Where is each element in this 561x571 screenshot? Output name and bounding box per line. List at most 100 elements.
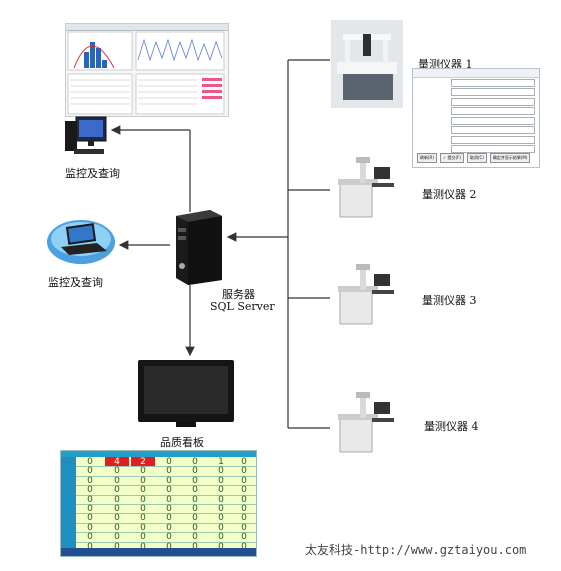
instrument-1-label: 量测仪器 1: [418, 58, 473, 71]
monitor-label-top: 监控及查询: [65, 167, 120, 180]
board-cell: 4: [105, 457, 129, 467]
board-cell: 0: [241, 504, 247, 514]
board-cell: 0: [241, 522, 247, 533]
board-cell: 0: [87, 475, 93, 486]
board-row-header: [61, 513, 76, 523]
board-cell: 0: [87, 504, 93, 514]
board-cell: 0: [218, 494, 224, 505]
board-cell: 0: [192, 475, 198, 486]
board-cell: 0: [114, 522, 120, 533]
board-cell: 0: [140, 475, 146, 486]
board-row-header: [61, 457, 76, 467]
board-cell: 0: [241, 541, 247, 552]
board-row-header: [61, 485, 76, 495]
software-screenshot: [65, 23, 229, 117]
board-cell: 0: [192, 485, 198, 496]
board-cell: 0: [241, 513, 247, 524]
footer-watermark: 太友科技-http://www.gztaiyou.com: [305, 543, 527, 557]
board-row-header: [61, 475, 76, 486]
board-cell: 0: [166, 494, 172, 505]
instrument-3-label: 量测仪器 3: [422, 294, 477, 307]
board-cell: 0: [114, 466, 120, 477]
board-cell: 0: [87, 532, 93, 543]
board-cell: 0: [241, 532, 247, 543]
board-cell: 0: [140, 532, 146, 543]
board-cell: 0: [114, 475, 120, 486]
board-cell: 0: [87, 541, 93, 552]
board-cell: 0: [87, 513, 93, 524]
server-label-line1: 服务器: [222, 288, 255, 301]
board-cell: 0: [166, 504, 172, 514]
board-cell: 0: [218, 522, 224, 533]
board-cell: 0: [140, 485, 146, 496]
form-header: [413, 69, 539, 78]
board-cell: 0: [218, 466, 224, 477]
board-cell: 0: [218, 513, 224, 524]
board-cell: 1: [218, 457, 224, 467]
board-row-header: [61, 532, 76, 542]
measuring-machine-icon: [330, 262, 400, 326]
board-cell: 0: [192, 466, 198, 477]
monitor-stand: [176, 422, 196, 427]
instrument-form-panel: 刷新(R) ✓ 提交(F) 取消(C) 确定并显示结果(M): [412, 68, 540, 168]
board-cell: 0: [87, 522, 93, 533]
board-cell: 0: [140, 504, 146, 514]
histogram-thumbnail: [67, 31, 225, 115]
board-cell: 0: [241, 466, 247, 477]
monitor-tv-icon: [138, 360, 234, 422]
board-footer: [61, 548, 256, 556]
board-cell: 0: [166, 532, 172, 543]
board-cell: 0: [241, 457, 247, 467]
confirm-show-result-button[interactable]: 确定并显示结果(M): [489, 153, 531, 163]
measuring-machine-icon: [331, 20, 403, 108]
board-cell: 0: [166, 522, 172, 533]
board-cell: 0: [87, 457, 93, 467]
board-cell: 0: [166, 466, 172, 477]
board-cell: 0: [166, 541, 172, 552]
board-cell: 0: [140, 522, 146, 533]
board-cell: 0: [192, 532, 198, 543]
cancel-button[interactable]: 取消(C): [466, 153, 487, 163]
instrument-2-label: 量测仪器 2: [422, 188, 477, 201]
board-cell: 0: [87, 466, 93, 477]
board-cell: 0: [114, 532, 120, 543]
instrument-4-label: 量测仪器 4: [424, 420, 479, 433]
board-cell: 0: [241, 494, 247, 505]
server-label-line2: SQL Server: [210, 300, 275, 313]
board-row-header: [61, 522, 76, 533]
board-cell: 0: [218, 532, 224, 543]
board-cell: 0: [87, 494, 93, 505]
submit-button[interactable]: ✓ 提交(F): [439, 153, 464, 163]
board-cell: 0: [140, 466, 146, 477]
board-cell: 0: [140, 494, 146, 505]
monitor-label-laptop: 监控及查询: [48, 276, 103, 289]
board-cell: 0: [192, 504, 198, 514]
board-label: 品质看板: [160, 436, 204, 449]
board-row: 0 0 0 0 0 0 0: [61, 466, 256, 477]
board-cell: 0: [241, 475, 247, 486]
server-tower-icon: [170, 208, 228, 285]
board-cell: 0: [114, 513, 120, 524]
board-row-header: [61, 541, 76, 551]
board-cell: 0: [218, 485, 224, 496]
board-cell: 0: [192, 513, 198, 524]
board-cell: 0: [166, 513, 172, 524]
board-row-header: [61, 466, 76, 476]
board-cell: 0: [140, 513, 146, 524]
board-cell: 0: [192, 457, 198, 467]
board-cell: 0: [241, 485, 247, 496]
board-cell: 0: [166, 457, 172, 467]
measuring-machine-icon: [330, 390, 400, 454]
refresh-button[interactable]: 刷新(R): [417, 153, 437, 163]
board-cell: 0: [192, 494, 198, 505]
board-cell: 0: [192, 522, 198, 533]
board-cell: 0: [140, 541, 146, 552]
measuring-machine-icon: [330, 155, 400, 219]
